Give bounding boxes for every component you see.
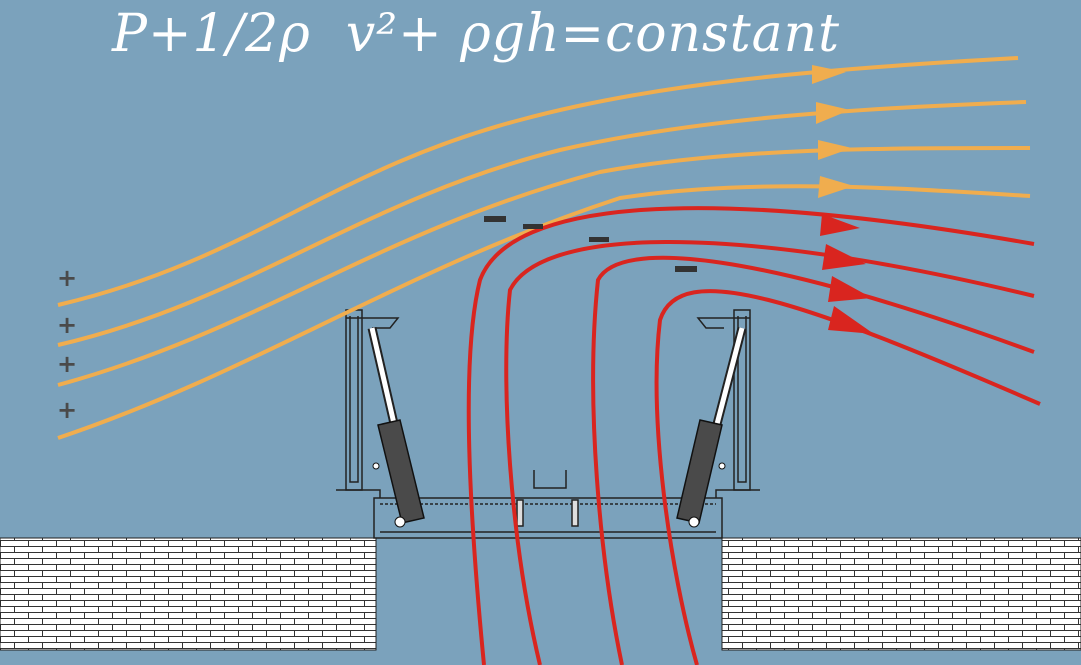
minus-sign-icon [675,266,697,272]
plus-sign: + [57,396,77,424]
inner-arrowheads [820,214,874,334]
outer-streamline-2 [57,100,1027,347]
inner-arrow-3 [828,276,872,302]
right-wall [721,537,1081,651]
minus-sign-icon [589,237,609,242]
inner-arrow-4 [828,306,874,334]
inner-streamline-3 [591,255,1035,665]
inner-streamlines [466,206,1041,665]
brick-walls [0,537,1081,651]
outer-arrow-2 [816,102,850,124]
inner-streamline-1 [466,206,1035,665]
outer-arrow-1 [812,65,846,84]
outer-streamline-3 [57,146,1031,387]
plus-sign: + [57,311,77,339]
outer-arrow-4 [818,176,854,198]
positive-pressure-signs: + + + + [57,264,77,424]
outer-streamline-1 [57,56,1019,307]
right-actuator [676,326,747,528]
left-actuator [367,326,425,528]
negative-pressure-signs [484,216,697,272]
minus-sign-icon [484,216,506,222]
inner-streamline-2 [504,240,1035,665]
outer-streamlines [57,56,1031,440]
outer-streamline-4 [57,184,1031,440]
plus-sign: + [57,350,77,378]
plus-sign: + [57,264,77,292]
bernoulli-equation: P+1/2ρ v²+ ρgh=constant [112,4,841,64]
minus-sign-icon [523,224,543,229]
outer-arrow-3 [818,140,852,160]
inner-arrow-1 [820,214,860,236]
inner-arrow-2 [822,244,866,270]
left-wall [0,537,377,651]
vent-frame [336,309,760,539]
outer-arrowheads [812,65,854,198]
